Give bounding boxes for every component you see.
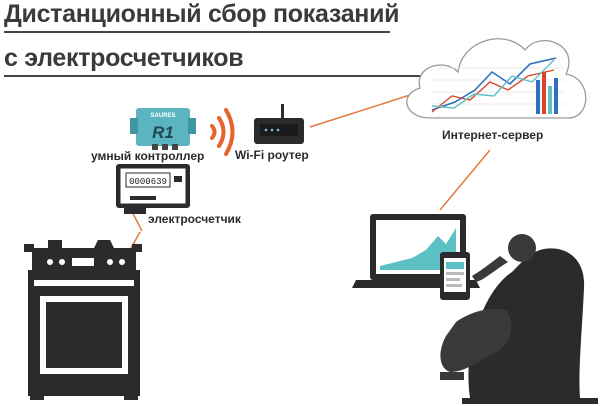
label-server: Интернет-сервер <box>442 128 544 142</box>
cloud-icon <box>406 38 587 119</box>
meter-reading: 0000639 <box>129 177 167 187</box>
label-router: Wi-Fi роутер <box>235 148 309 162</box>
title-underline-2 <box>4 75 434 77</box>
controller-model: R1 <box>152 123 174 142</box>
meter-icon: 0000639 <box>116 164 190 214</box>
controller-icon: SAURES R1 <box>130 108 196 150</box>
controller-brand: SAURES <box>150 113 175 119</box>
title-line-2: с электросчетчиков <box>4 44 244 72</box>
stove-icon <box>24 240 142 400</box>
server-laptop-link <box>439 149 491 211</box>
title-underline-1 <box>4 31 390 33</box>
router-icon <box>254 104 304 144</box>
smartphone-icon <box>440 252 470 300</box>
label-controller: умный контроллер <box>91 149 205 163</box>
person-armchair-icon <box>440 234 598 404</box>
wifi-signal-icon <box>210 108 235 156</box>
title-line-1: Дистанционный сбор показаний <box>4 0 400 28</box>
label-meter: электросчетчик <box>148 212 241 226</box>
